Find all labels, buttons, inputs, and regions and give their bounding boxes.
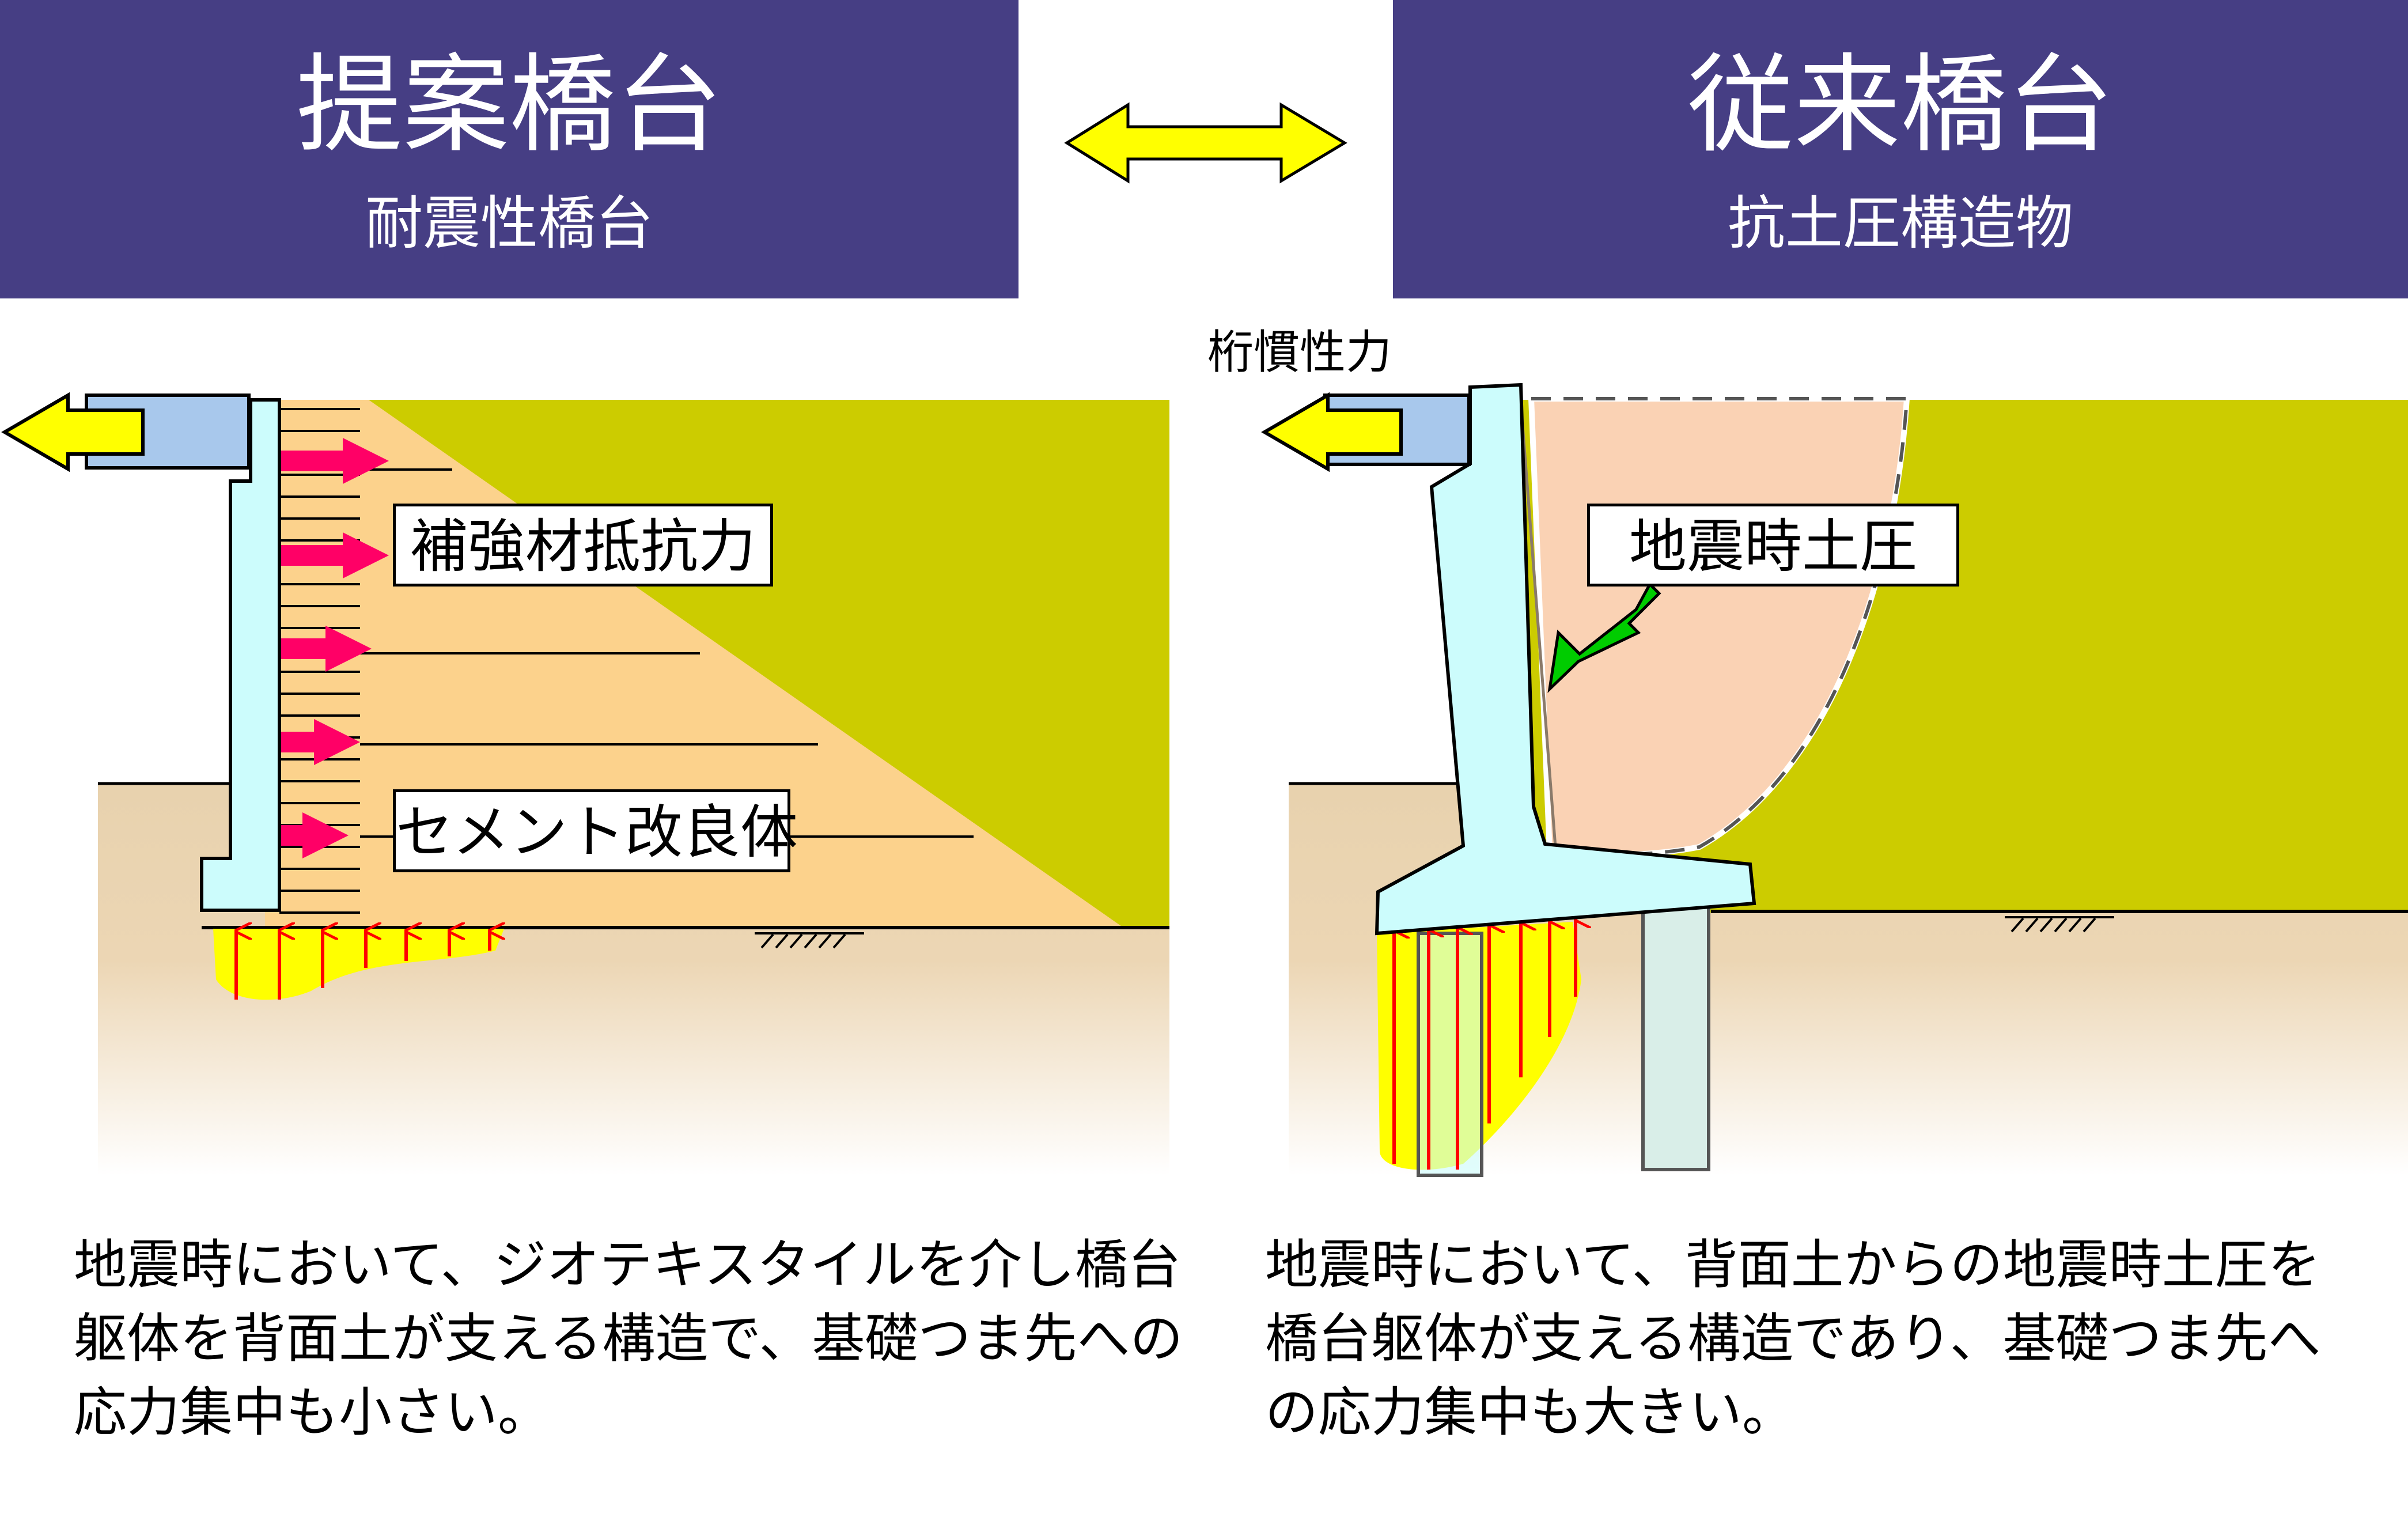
proposed-abutment-title: 提案橋台 <box>296 43 722 167</box>
comparison-double-arrow <box>1064 102 1347 184</box>
girder-inertia-arrow-right <box>1261 392 1403 472</box>
conventional-abutment-subtitle: 抗土圧構造物 <box>1728 190 2073 257</box>
proposed-abutment-description: 地震時において、ジオテキスタイルを介し橋台躯体を背面土が支える構造で、基礎つま先… <box>74 1234 1183 1443</box>
seismic-earth-pressure-arrow <box>1547 581 1661 693</box>
conventional-abutment-body <box>1375 383 1756 936</box>
base-stress-distribution <box>213 929 504 1000</box>
proposed-abutment-header: 提案橋台 耐震性橋台 <box>0 0 1019 298</box>
reinforcement-resistance-label: 補強材抵抗力 <box>393 504 773 587</box>
stress-arrows <box>234 931 490 1000</box>
conventional-abutment-description: 地震時において、背面土からの地震時土圧を橋台躯体が支える構造であり、基礎つま先へ… <box>1265 1234 2321 1443</box>
seismic-earth-pressure-label: 地震時土圧 <box>1587 504 1959 587</box>
proposed-abutment-subtitle: 耐震性橋台 <box>365 190 653 257</box>
conventional-abutment-diagram <box>1261 383 2408 1177</box>
conventional-abutment-title: 従来橋台 <box>1687 43 2114 167</box>
reinforcement-resistance-arrows <box>281 438 389 858</box>
toe-stress-arrows <box>1392 920 1576 1170</box>
ground-level-symbol-right <box>2005 916 2114 933</box>
girder-inertia-arrow <box>1 392 145 472</box>
girder-inertia-label: 桁慣性力 <box>1207 326 1392 379</box>
foundation-pile-back <box>1641 903 1710 1171</box>
ground-level-symbol <box>755 932 864 949</box>
abutment-wall <box>200 398 281 912</box>
conventional-abutment-header: 従来橋台 抗土圧構造物 <box>1393 0 2408 298</box>
cement-improved-body-label: セメント改良体 <box>393 789 798 872</box>
